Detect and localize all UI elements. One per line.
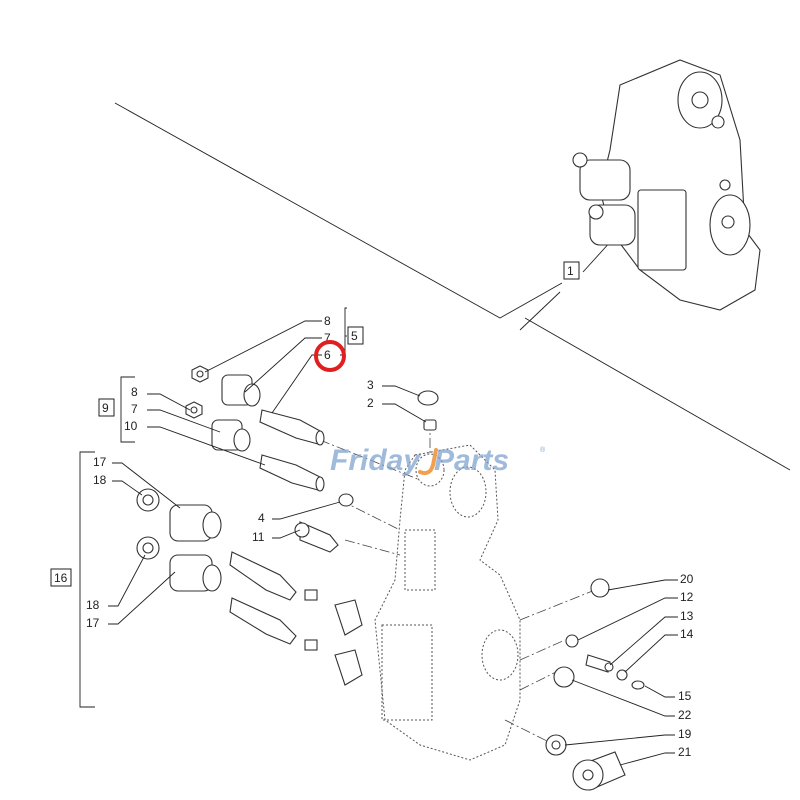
callout-13: 13	[680, 609, 694, 623]
frame-line	[524, 317, 791, 471]
callout-7: 7	[324, 331, 331, 345]
frame-line	[114, 102, 563, 319]
callout-2: 2	[367, 396, 374, 410]
callout-9: 9	[102, 401, 109, 415]
callout-18: 18	[86, 598, 100, 612]
leader-lines	[79, 307, 678, 766]
svg-text:®: ®	[540, 446, 546, 454]
highlight-circle	[314, 340, 346, 372]
callout-18: 18	[93, 473, 107, 487]
callout-17: 17	[86, 616, 100, 630]
callout-1: 1	[567, 264, 574, 278]
callout-21: 21	[678, 745, 692, 759]
callout-22: 22	[678, 708, 692, 722]
callout-20: 20	[680, 572, 694, 586]
callout-7: 7	[131, 402, 138, 416]
callout-6: 6	[324, 348, 331, 362]
callout-15: 15	[678, 689, 692, 703]
callout-3: 3	[367, 378, 374, 392]
valve-body-ghost	[374, 444, 521, 761]
callout-box-16	[50, 568, 72, 587]
callout-4: 4	[258, 511, 265, 525]
callout-box-1	[563, 261, 580, 280]
callout-5: 5	[351, 329, 358, 343]
callout-box-5	[347, 326, 364, 345]
callout-box-9	[98, 398, 115, 417]
callout-8: 8	[131, 385, 138, 399]
callout-14: 14	[680, 627, 694, 641]
callout-12: 12	[680, 590, 694, 604]
frame-line	[519, 291, 561, 331]
callout-19: 19	[678, 727, 692, 741]
callout-17: 17	[93, 455, 107, 469]
callout-16: 16	[54, 571, 68, 585]
callout-10: 10	[124, 419, 138, 433]
valve-assembly-image	[572, 59, 761, 311]
callout-8: 8	[324, 314, 331, 328]
callout-11: 11	[252, 530, 265, 544]
